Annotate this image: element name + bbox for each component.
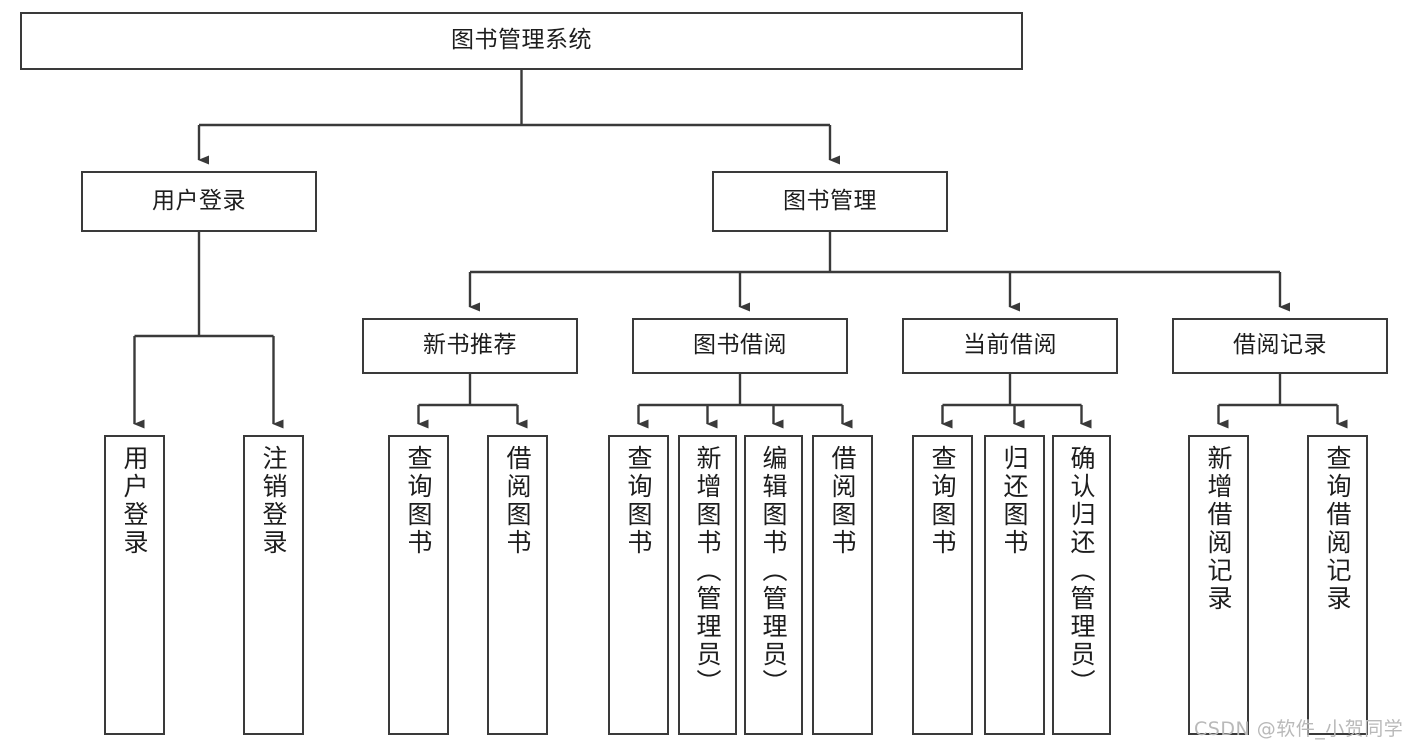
node-leaf-query-book-3[interactable]: 查询图书 (912, 435, 973, 735)
node-label-leaf-add-record: 新增借阅记录 (1204, 445, 1233, 613)
node-label-leaf-confirm-return: 确认归还（管理员） (1067, 445, 1096, 697)
node-new-book-rec[interactable]: 新书推荐 (362, 318, 578, 374)
node-leaf-query-record[interactable]: 查询借阅记录 (1307, 435, 1368, 735)
node-label-leaf-query-book-3: 查询图书 (928, 445, 957, 557)
node-label-borrow-record: 借阅记录 (1233, 332, 1327, 359)
node-leaf-return-book[interactable]: 归还图书 (984, 435, 1045, 735)
node-leaf-edit-book[interactable]: 编辑图书（管理员） (744, 435, 803, 735)
node-label-leaf-borrow-book-2: 借阅图书 (828, 445, 857, 557)
node-leaf-add-book[interactable]: 新增图书（管理员） (678, 435, 737, 735)
node-label-leaf-query-record: 查询借阅记录 (1323, 445, 1352, 613)
node-leaf-user-login[interactable]: 用户登录 (104, 435, 165, 735)
node-leaf-query-book-1[interactable]: 查询图书 (388, 435, 449, 735)
watermark-text: CSDN @软件_小贺同学 (1194, 718, 1404, 740)
node-leaf-borrow-book-2[interactable]: 借阅图书 (812, 435, 873, 735)
node-label-book-manage: 图书管理 (783, 187, 877, 214)
node-leaf-confirm-return[interactable]: 确认归还（管理员） (1052, 435, 1111, 735)
node-label-leaf-borrow-book-1: 借阅图书 (503, 445, 532, 557)
node-label-leaf-query-book-2: 查询图书 (624, 445, 653, 557)
node-leaf-add-record[interactable]: 新增借阅记录 (1188, 435, 1249, 735)
node-book-borrow[interactable]: 图书借阅 (632, 318, 848, 374)
node-label-root: 图书管理系统 (451, 27, 592, 54)
node-user-login[interactable]: 用户登录 (81, 171, 317, 232)
node-label-leaf-edit-book: 编辑图书（管理员） (759, 445, 788, 697)
node-label-user-login: 用户登录 (152, 187, 246, 214)
node-book-manage[interactable]: 图书管理 (712, 171, 948, 232)
node-label-book-borrow: 图书借阅 (693, 332, 787, 359)
node-leaf-borrow-book-1[interactable]: 借阅图书 (487, 435, 548, 735)
node-label-leaf-user-login: 用户登录 (120, 445, 149, 557)
node-borrow-record[interactable]: 借阅记录 (1172, 318, 1388, 374)
node-label-leaf-add-book: 新增图书（管理员） (693, 445, 722, 697)
node-label-leaf-query-book-1: 查询图书 (404, 445, 433, 557)
node-label-current-borrow: 当前借阅 (963, 332, 1057, 359)
node-root[interactable]: 图书管理系统 (20, 12, 1023, 70)
node-label-new-book-rec: 新书推荐 (423, 332, 517, 359)
node-label-leaf-user-logout: 注销登录 (259, 445, 288, 557)
node-current-borrow[interactable]: 当前借阅 (902, 318, 1118, 374)
node-leaf-user-logout[interactable]: 注销登录 (243, 435, 304, 735)
node-label-leaf-return-book: 归还图书 (1000, 445, 1029, 557)
node-leaf-query-book-2[interactable]: 查询图书 (608, 435, 669, 735)
